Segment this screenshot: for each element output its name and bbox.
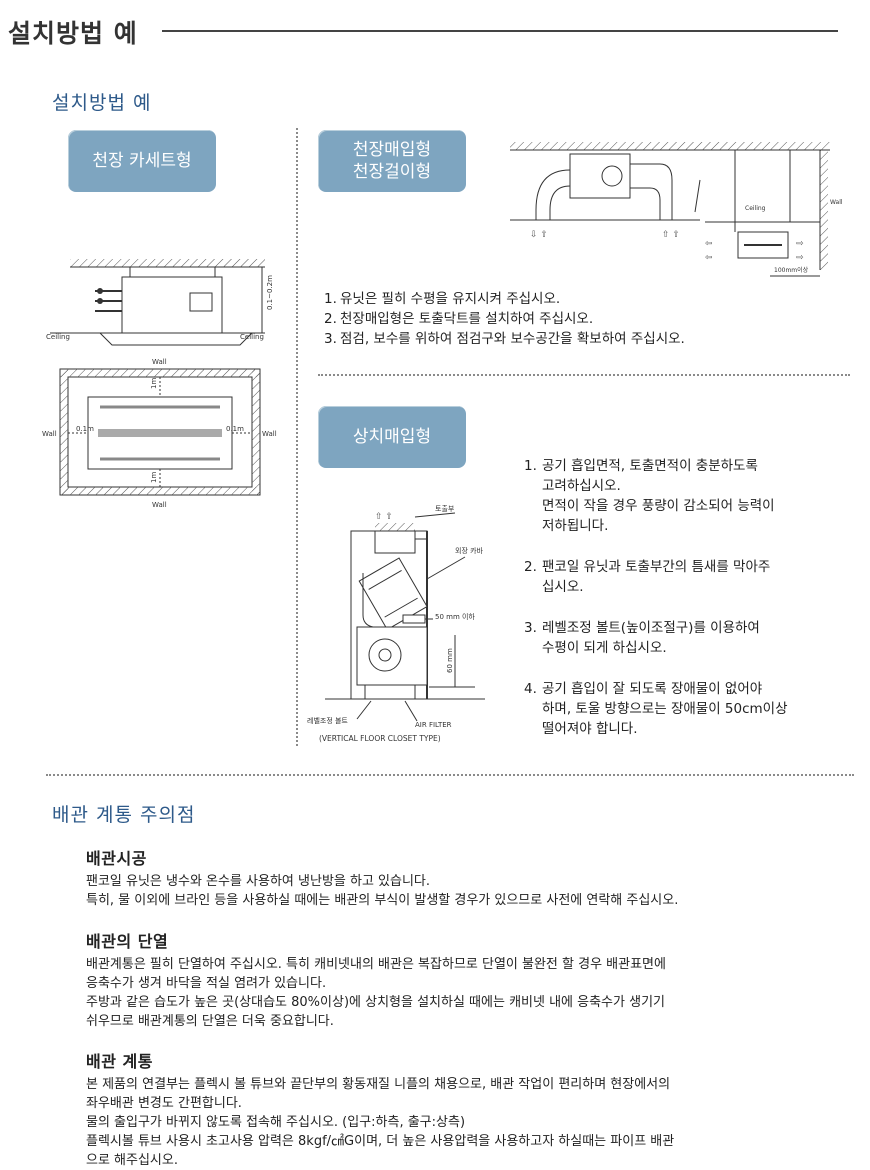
list-item: 4. 공기 흡입이 잘 되도록 장애물이 없어야 하며, 토울 방향으로는 장애… bbox=[524, 681, 788, 737]
ceiling-concealed-label: 천장매입형 천장걸이형 bbox=[318, 130, 466, 192]
floor-concealed-notes: 1. 공기 흡입면적, 토출면적이 충분하도록 고려하십시오. 면적이 작을 경… bbox=[524, 456, 854, 760]
ceiling-concealed-notes: 1.유닛은 필히 수평을 유지시켜 주십시오. 2.천장매입형은 토출닥트를 설… bbox=[324, 289, 794, 349]
vertical-divider bbox=[296, 128, 298, 746]
wall-label-left: Wall bbox=[42, 430, 57, 438]
dim-bottom-label: 1m bbox=[150, 472, 158, 483]
block-line: 본 제품의 연결부는 플렉시 볼 튜브와 끝단부의 황동재질 니플의 채용으로,… bbox=[86, 1077, 671, 1092]
wall-label-right: Wall bbox=[262, 430, 277, 438]
svg-text:⇦: ⇦ bbox=[705, 239, 713, 249]
closet-caption: (VERTICAL FLOOR CLOSET TYPE) bbox=[319, 734, 441, 743]
ceiling-concealed-diagram: Ceiling Wall 100mm이상 ⇩ ⇧ ⇧ ⇧ ⇦ ⇦ ⇨ ⇨ bbox=[510, 142, 843, 277]
block-line: 특히, 물 이외에 브라인 등을 사용하실 때에는 배관의 부식이 발생할 경우… bbox=[86, 893, 679, 908]
ceiling-hung-text: 천장걸이형 bbox=[352, 162, 432, 182]
ceiling-slab-hatch bbox=[70, 259, 265, 267]
block-line: 으로 해주십시오. bbox=[86, 1153, 178, 1168]
svg-text:⇧ ⇧: ⇧ ⇧ bbox=[662, 230, 680, 240]
list-item: 1.유닛은 필히 수평을 유지시켜 주십시오. bbox=[324, 291, 561, 307]
list-item: 3.점검, 보수를 위하여 점검구와 보수공간을 확보하여 주십시오. bbox=[324, 331, 685, 347]
wall-label-top: Wall bbox=[152, 358, 167, 366]
piping-block-insulation: 배관의 단열 배관계통은 필히 단열하여 주십시오. 특히 캐비넷내의 배관은 … bbox=[86, 928, 846, 1031]
block-line: 물의 출입구가 바뀌지 않도록 접속해 주십시오. (입구:하측, 출구:상측) bbox=[86, 1115, 466, 1130]
piping-block-system: 배관 계통 본 제품의 연결부는 플렉시 볼 튜브와 끝단부의 황동재질 니플의… bbox=[86, 1048, 846, 1170]
ceiling-label: Ceiling bbox=[745, 205, 766, 212]
height-dim-label: 60 mm bbox=[446, 648, 454, 673]
ceiling-concealed-text: 천장매입형 bbox=[352, 140, 432, 160]
list-item: 3. 레벨조정 볼트(높이조절구)를 이용하여 수평이 되게 하십시오. bbox=[524, 620, 760, 656]
bolt-label: 레벨조정 볼트 bbox=[307, 716, 348, 725]
block-line: 좌우배관 변경도 간편합니다. bbox=[86, 1096, 242, 1111]
svg-text:⇧ ⇧: ⇧ ⇧ bbox=[375, 512, 393, 522]
floor-concealed-diagram: 토출부 ⇧ ⇧ 외장 카바 50 mm 이하 60 mm 레벨조정 볼트 AIR… bbox=[307, 504, 485, 743]
filter-label: AIR FILTER bbox=[415, 721, 452, 729]
dim-right-label: 0.1m bbox=[226, 425, 244, 433]
block-heading: 배관시공 bbox=[86, 849, 147, 868]
block-line: 쉬우므로 배관계통의 단열은 더욱 중요합니다. bbox=[86, 1014, 334, 1029]
svg-text:⇦: ⇦ bbox=[705, 253, 713, 263]
floor-concealed-text: 상치매입형 bbox=[352, 427, 432, 447]
right-divider bbox=[318, 374, 850, 376]
section-divider bbox=[46, 774, 854, 776]
outlet-label: 토출부 bbox=[435, 504, 455, 513]
cassette-side-diagram: Ceiling Ceiling 0.1~0.2m bbox=[46, 259, 274, 346]
dim-top-label: 1m bbox=[150, 378, 158, 389]
svg-text:⇩ ⇧: ⇩ ⇧ bbox=[530, 230, 548, 240]
height-dim-label: 0.1~0.2m bbox=[266, 275, 274, 310]
gap-dim-label: 50 mm 이하 bbox=[435, 612, 475, 621]
list-item: 1. 공기 흡입면적, 토출면적이 충분하도록 고려하십시오. 면적이 작을 경… bbox=[524, 458, 775, 534]
block-line: 주방과 같은 습도가 높은 곳(상대습도 80%이상)에 상치형을 설치하실 때… bbox=[86, 995, 665, 1010]
block-line: 플렉시볼 튜브 사용시 초고사용 압력은 8kgf/㎠G이며, 더 높은 사용압… bbox=[86, 1134, 675, 1149]
title-rule bbox=[162, 30, 838, 32]
cassette-type-label: 천장 카세트형 bbox=[68, 130, 216, 192]
ducted-unit bbox=[569, 153, 631, 199]
block-line: 팬코일 유닛은 냉수와 온수를 사용하여 냉난방을 하고 있습니다. bbox=[86, 874, 431, 889]
clearance-dim-label: 100mm이상 bbox=[774, 266, 809, 274]
cassette-panel bbox=[99, 332, 253, 346]
block-heading: 배관 계통 bbox=[86, 1052, 153, 1071]
wall-label: Wall bbox=[830, 199, 843, 206]
list-item: 2.천장매입형은 토출닥트를 설치하여 주십시오. bbox=[324, 311, 594, 327]
ceiling-label-right: Ceiling bbox=[240, 333, 264, 341]
dim-left-label: 0.1m bbox=[76, 425, 94, 433]
block-heading: 배관의 단열 bbox=[86, 932, 169, 951]
list-item: 2. 팬코일 유닛과 토출부간의 틈새를 막아주 십시오. bbox=[524, 559, 771, 595]
piping-block-construction: 배관시공 팬코일 유닛은 냉수와 온수를 사용하여 냉난방을 하고 있습니다. … bbox=[86, 845, 846, 910]
svg-text:⇨: ⇨ bbox=[796, 253, 804, 263]
floor-concealed-label: 상치매입형 bbox=[318, 406, 466, 468]
install-section-title: 설치방법 예 bbox=[52, 92, 152, 114]
page-title: 설치방법 예 bbox=[8, 19, 138, 48]
wall-label-bottom: Wall bbox=[152, 501, 167, 509]
block-line: 배관계통은 필히 단열하여 주십시오. 특히 캐비넷내의 배관은 복잡하므로 단… bbox=[86, 957, 666, 972]
cover-label: 외장 카바 bbox=[455, 546, 484, 555]
block-line: 응축수가 생겨 바닥을 적실 염려가 있습니다. bbox=[86, 976, 327, 991]
cassette-type-text: 천장 카세트형 bbox=[92, 151, 192, 171]
piping-section-title: 배관 계통 주의점 bbox=[52, 804, 196, 826]
ceiling-label-left: Ceiling bbox=[46, 333, 70, 341]
svg-text:⇨: ⇨ bbox=[796, 239, 804, 249]
cassette-top-diagram: Wall 0.1m 0.1m 1m 1m Wall Wall Wall bbox=[42, 358, 277, 509]
